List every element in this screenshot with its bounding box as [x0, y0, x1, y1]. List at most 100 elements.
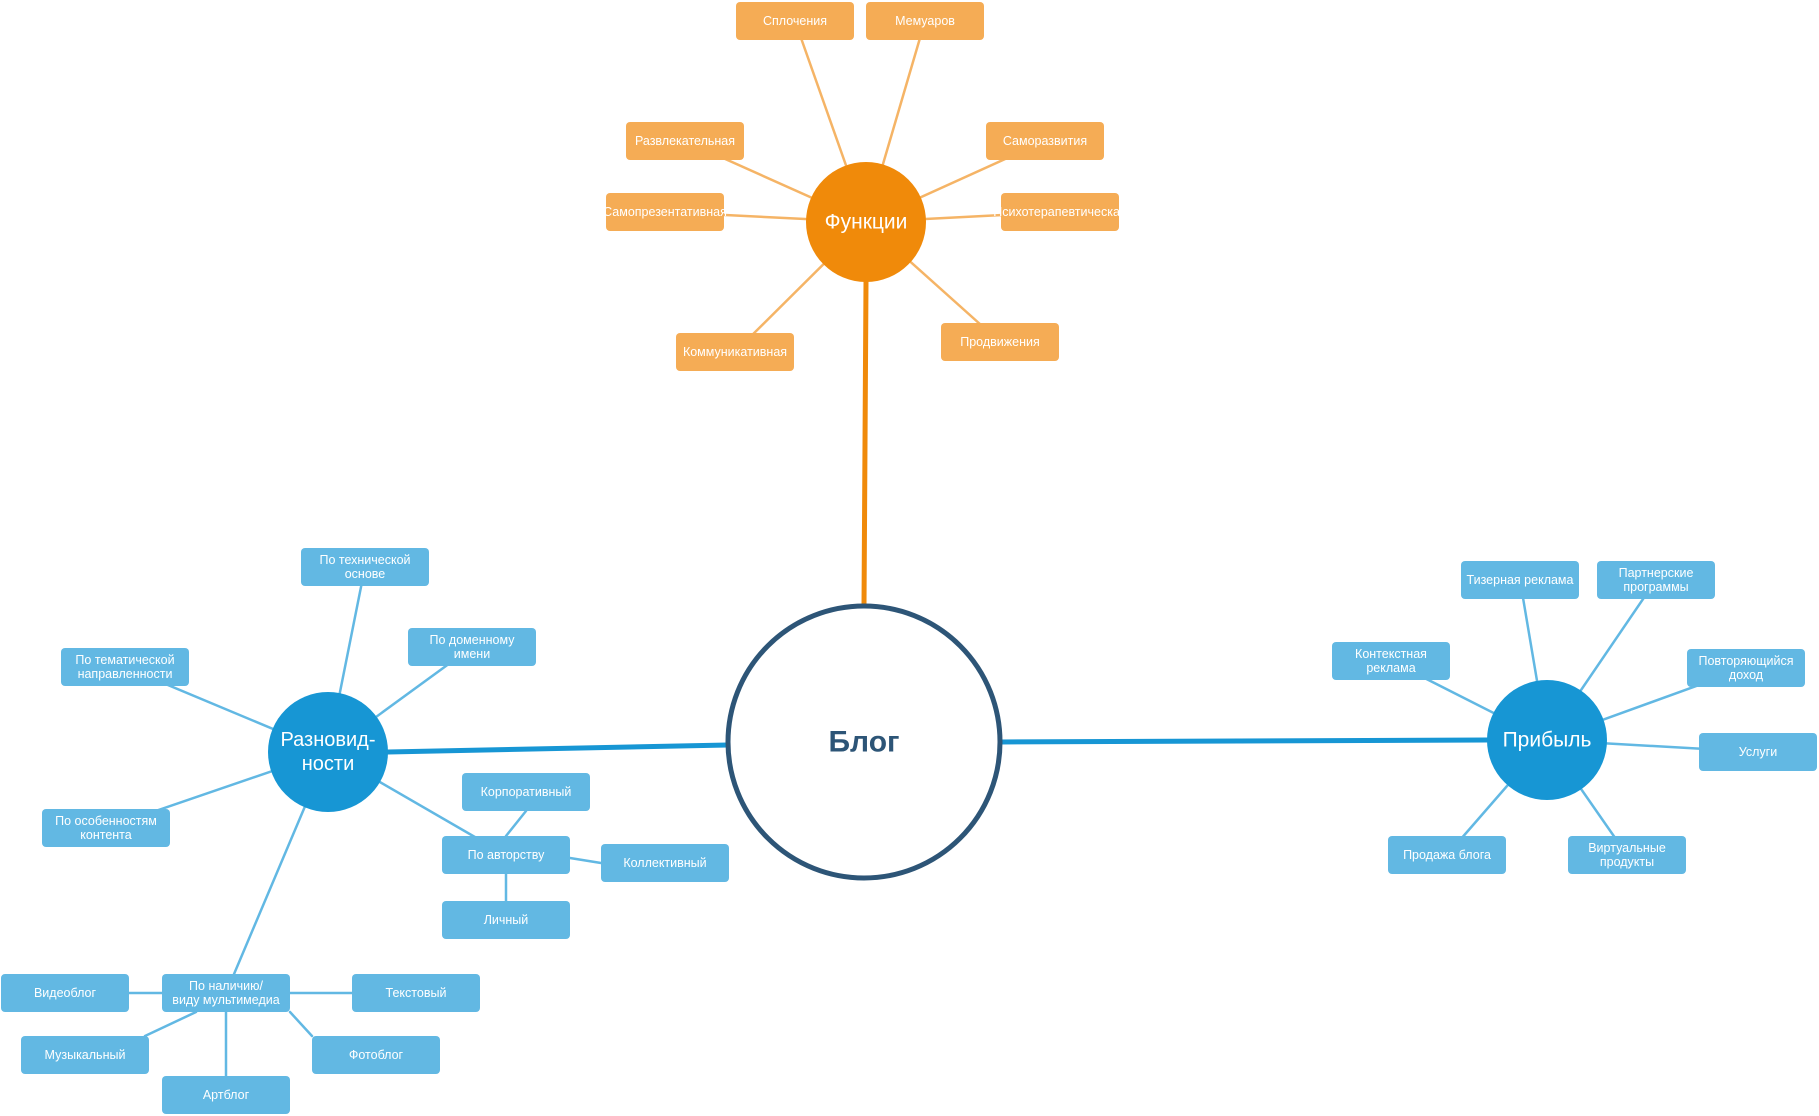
- node-box-shape: [61, 648, 189, 686]
- node-label: Партнерские: [1619, 566, 1694, 580]
- center-node[interactable]: Блог: [725, 603, 1003, 881]
- node-prodvizheniya[interactable]: Продвижения: [941, 323, 1059, 361]
- connector-music: [143, 1010, 198, 1038]
- node-box-shape: [1332, 642, 1450, 680]
- hub-circle: [268, 692, 388, 812]
- node-box-shape: [162, 1076, 290, 1114]
- node-multimedia[interactable]: По наличию/виду мультимедиа: [162, 974, 290, 1012]
- node-label: Тизерная реклама: [1467, 573, 1574, 587]
- node-label: По особенностям: [55, 814, 157, 828]
- node-sale[interactable]: Продажа блога: [1388, 836, 1506, 874]
- node-box-shape: [312, 1036, 440, 1074]
- node-splocheniya[interactable]: Сплочения: [736, 2, 854, 40]
- node-label: имени: [454, 647, 490, 661]
- node-razvlekatelnaya[interactable]: Развлекательная: [626, 122, 744, 160]
- node-box-shape: [736, 2, 854, 40]
- node-label: Музыкальный: [45, 1048, 126, 1062]
- node-label: Артблог: [203, 1088, 250, 1102]
- connector-corporate: [504, 809, 528, 838]
- node-box-shape: [442, 901, 570, 939]
- hub-label: ности: [302, 753, 355, 775]
- node-box-shape: [1568, 836, 1686, 874]
- node-box-shape: [1597, 561, 1715, 599]
- node-box-shape: [352, 974, 480, 1012]
- node-label: По доменному: [430, 633, 516, 647]
- node-label: Виртуальные: [1588, 841, 1666, 855]
- node-box-shape: [1699, 733, 1817, 771]
- node-box-shape: [1687, 649, 1805, 687]
- node-personal[interactable]: Личный: [442, 901, 570, 939]
- node-box-shape: [606, 193, 724, 231]
- hub-profit[interactable]: Прибыль: [1487, 680, 1607, 800]
- node-label: Мемуаров: [895, 14, 955, 28]
- branch-line-functions: [861, 279, 869, 609]
- node-label: доход: [1729, 668, 1764, 682]
- node-box-shape: [462, 773, 590, 811]
- node-photoblog[interactable]: Фотоблог: [312, 1036, 440, 1074]
- node-label: виду мультимедиа: [172, 993, 279, 1007]
- node-label: продукты: [1600, 855, 1654, 869]
- node-label: По авторству: [468, 848, 546, 862]
- node-label: Сплочения: [763, 14, 827, 28]
- node-label: программы: [1623, 580, 1688, 594]
- node-music[interactable]: Музыкальный: [21, 1036, 149, 1074]
- node-label: Услуги: [1739, 745, 1777, 759]
- node-label: Продвижения: [960, 335, 1040, 349]
- node-box-shape: [626, 122, 744, 160]
- node-box-shape: [941, 323, 1059, 361]
- node-label: Текстовый: [386, 986, 447, 1000]
- node-box-shape: [676, 333, 794, 371]
- hub-functions[interactable]: Функции: [806, 162, 926, 282]
- node-label: Коллективный: [623, 856, 706, 870]
- node-samoprezentativnaya[interactable]: Самопрезентативная: [603, 193, 727, 231]
- node-teaser[interactable]: Тизерная реклама: [1461, 561, 1579, 599]
- node-collective[interactable]: Коллективный: [601, 844, 729, 882]
- node-services[interactable]: Услуги: [1699, 733, 1817, 771]
- node-kommunikativnaya[interactable]: Коммуникативная: [676, 333, 794, 371]
- node-videoblog[interactable]: Видеоблог: [1, 974, 129, 1012]
- hub-varieties[interactable]: Разновид-ности: [268, 692, 388, 812]
- hub-label: Разновид-: [280, 729, 375, 751]
- node-box-shape: [1461, 561, 1579, 599]
- node-memuarov[interactable]: Мемуаров: [866, 2, 984, 40]
- connector-photoblog: [288, 1010, 314, 1038]
- node-label: Коммуникативная: [683, 345, 787, 359]
- node-box-shape: [601, 844, 729, 882]
- node-authorship[interactable]: По авторству: [442, 836, 570, 874]
- branch-line-varieties: [385, 742, 731, 755]
- node-label: Фотоблог: [349, 1048, 404, 1062]
- hub-circle: [806, 162, 926, 282]
- node-label: основе: [345, 567, 386, 581]
- node-label: Личный: [484, 913, 529, 927]
- node-psihoterapevticheskaya[interactable]: Психотерапевтическая: [993, 193, 1127, 231]
- node-label: реклама: [1366, 661, 1415, 675]
- connector-collective: [568, 856, 603, 865]
- center-circle: [725, 603, 1003, 881]
- node-box-shape: [42, 809, 170, 847]
- node-artblog[interactable]: Артблог: [162, 1076, 290, 1114]
- hub-label: Прибыль: [1503, 729, 1592, 752]
- node-label: Корпоративный: [481, 785, 572, 799]
- hub-circle: [1487, 680, 1607, 800]
- node-text[interactable]: Текстовый: [352, 974, 480, 1012]
- node-label: По технической: [319, 553, 410, 567]
- node-label: Видеоблог: [34, 986, 97, 1000]
- node-box-shape: [162, 974, 290, 1012]
- node-corporate[interactable]: Корпоративный: [462, 773, 590, 811]
- node-samorazvitiya[interactable]: Саморазвития: [986, 122, 1104, 160]
- node-label: Контекстная: [1355, 647, 1427, 661]
- node-label: Развлекательная: [635, 134, 735, 148]
- node-box-shape: [1001, 193, 1119, 231]
- node-label: Психотерапевтическая: [993, 205, 1126, 219]
- node-label: контента: [80, 828, 131, 842]
- center-label: Блог: [828, 726, 899, 759]
